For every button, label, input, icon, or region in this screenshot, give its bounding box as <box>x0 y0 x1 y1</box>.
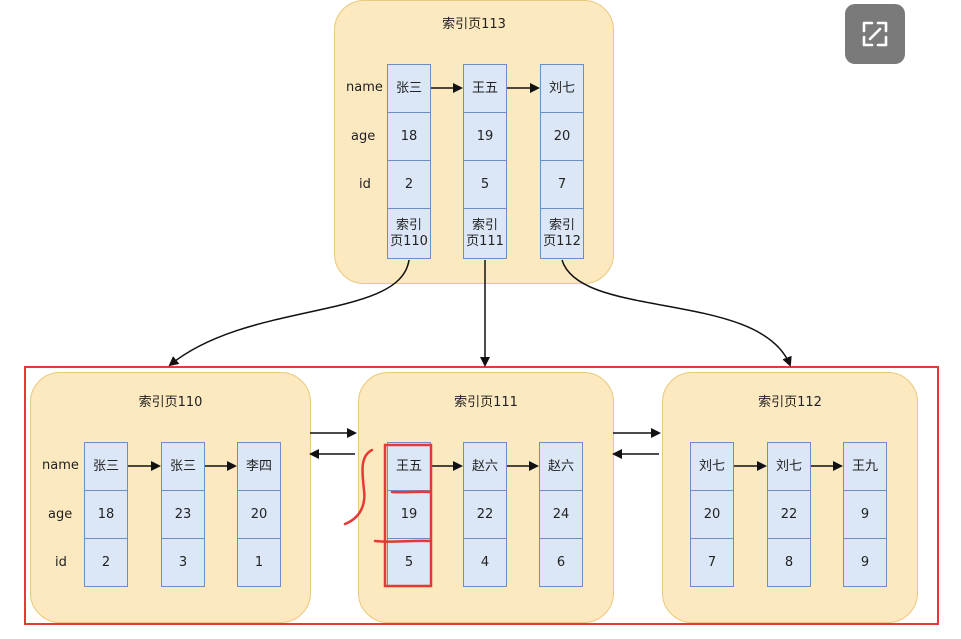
root-cell-name: 刘七 <box>540 64 584 113</box>
root-cell-age: 18 <box>387 112 431 161</box>
root-cell-pointer: 索引 页110 <box>387 208 431 259</box>
leaf-cell-id: 3 <box>161 538 205 587</box>
leaf-cell-age: 22 <box>463 490 507 539</box>
expand-button[interactable] <box>845 4 905 64</box>
leaf-level-highlight-frame <box>24 366 939 625</box>
root-label-name: name <box>346 80 383 95</box>
pointer-line: 页110 <box>390 233 428 249</box>
root-cell-id: 2 <box>387 160 431 209</box>
leaf-cell-age: 19 <box>387 490 431 539</box>
root-cell-age: 19 <box>463 112 507 161</box>
leaf-cell-age: 22 <box>767 490 811 539</box>
root-cell-pointer: 索引 页111 <box>463 208 507 259</box>
leaf-cell-age: 18 <box>84 490 128 539</box>
child-pointer-arrow <box>561 259 792 367</box>
leaf-cell-name: 张三 <box>161 442 205 491</box>
leaf-cell-name: 张三 <box>84 442 128 491</box>
pointer-line: 索引 <box>395 217 422 233</box>
leaf-cell-name: 刘七 <box>767 442 811 491</box>
handdrawn-stroke <box>390 490 432 494</box>
handdrawn-bracket <box>343 448 374 526</box>
leaf-cell-age: 9 <box>843 490 887 539</box>
leaf-cell-id: 1 <box>237 538 281 587</box>
root-cell-pointer: 索引 页112 <box>540 208 584 259</box>
leaf-cell-name: 李四 <box>237 442 281 491</box>
pointer-line: 索引 <box>548 217 575 233</box>
pointer-line: 页112 <box>543 233 581 249</box>
highlight-column-box <box>383 443 433 588</box>
leaf-label-age: age <box>48 507 73 522</box>
leaf-page-title: 索引页111 <box>454 395 518 410</box>
leaf-cell-id: 9 <box>843 538 887 587</box>
leaf-cell-age: 23 <box>161 490 205 539</box>
root-page-title: 索引页113 <box>442 17 506 32</box>
pointer-line: 索引 <box>471 217 498 233</box>
leaf-cell-id: 2 <box>84 538 128 587</box>
root-label-age: age <box>351 129 376 144</box>
leaf-cell-id: 7 <box>690 538 734 587</box>
root-cell-id: 5 <box>463 160 507 209</box>
expand-icon <box>862 21 888 47</box>
leaf-page-title: 索引页112 <box>758 395 822 410</box>
leaf-cell-age: 24 <box>539 490 583 539</box>
leaf-cell-name: 王九 <box>843 442 887 491</box>
leaf-page-title: 索引页110 <box>138 395 203 410</box>
pointer-line: 页111 <box>466 233 504 249</box>
leaf-cell-name: 赵六 <box>539 442 583 491</box>
leaf-cell-age: 20 <box>237 490 281 539</box>
handdrawn-stroke <box>373 539 432 543</box>
leaf-label-name: name <box>42 458 79 473</box>
leaf-label-id: id <box>55 555 67 570</box>
root-label-id: id <box>359 177 371 192</box>
leaf-cell-id: 8 <box>767 538 811 587</box>
leaf-cell-name: 刘七 <box>690 442 734 491</box>
leaf-cell-id: 6 <box>539 538 583 587</box>
child-pointer-arrow <box>168 259 410 367</box>
leaf-cell-id: 4 <box>463 538 507 587</box>
root-cell-id: 7 <box>540 160 584 209</box>
leaf-cell-name: 赵六 <box>463 442 507 491</box>
